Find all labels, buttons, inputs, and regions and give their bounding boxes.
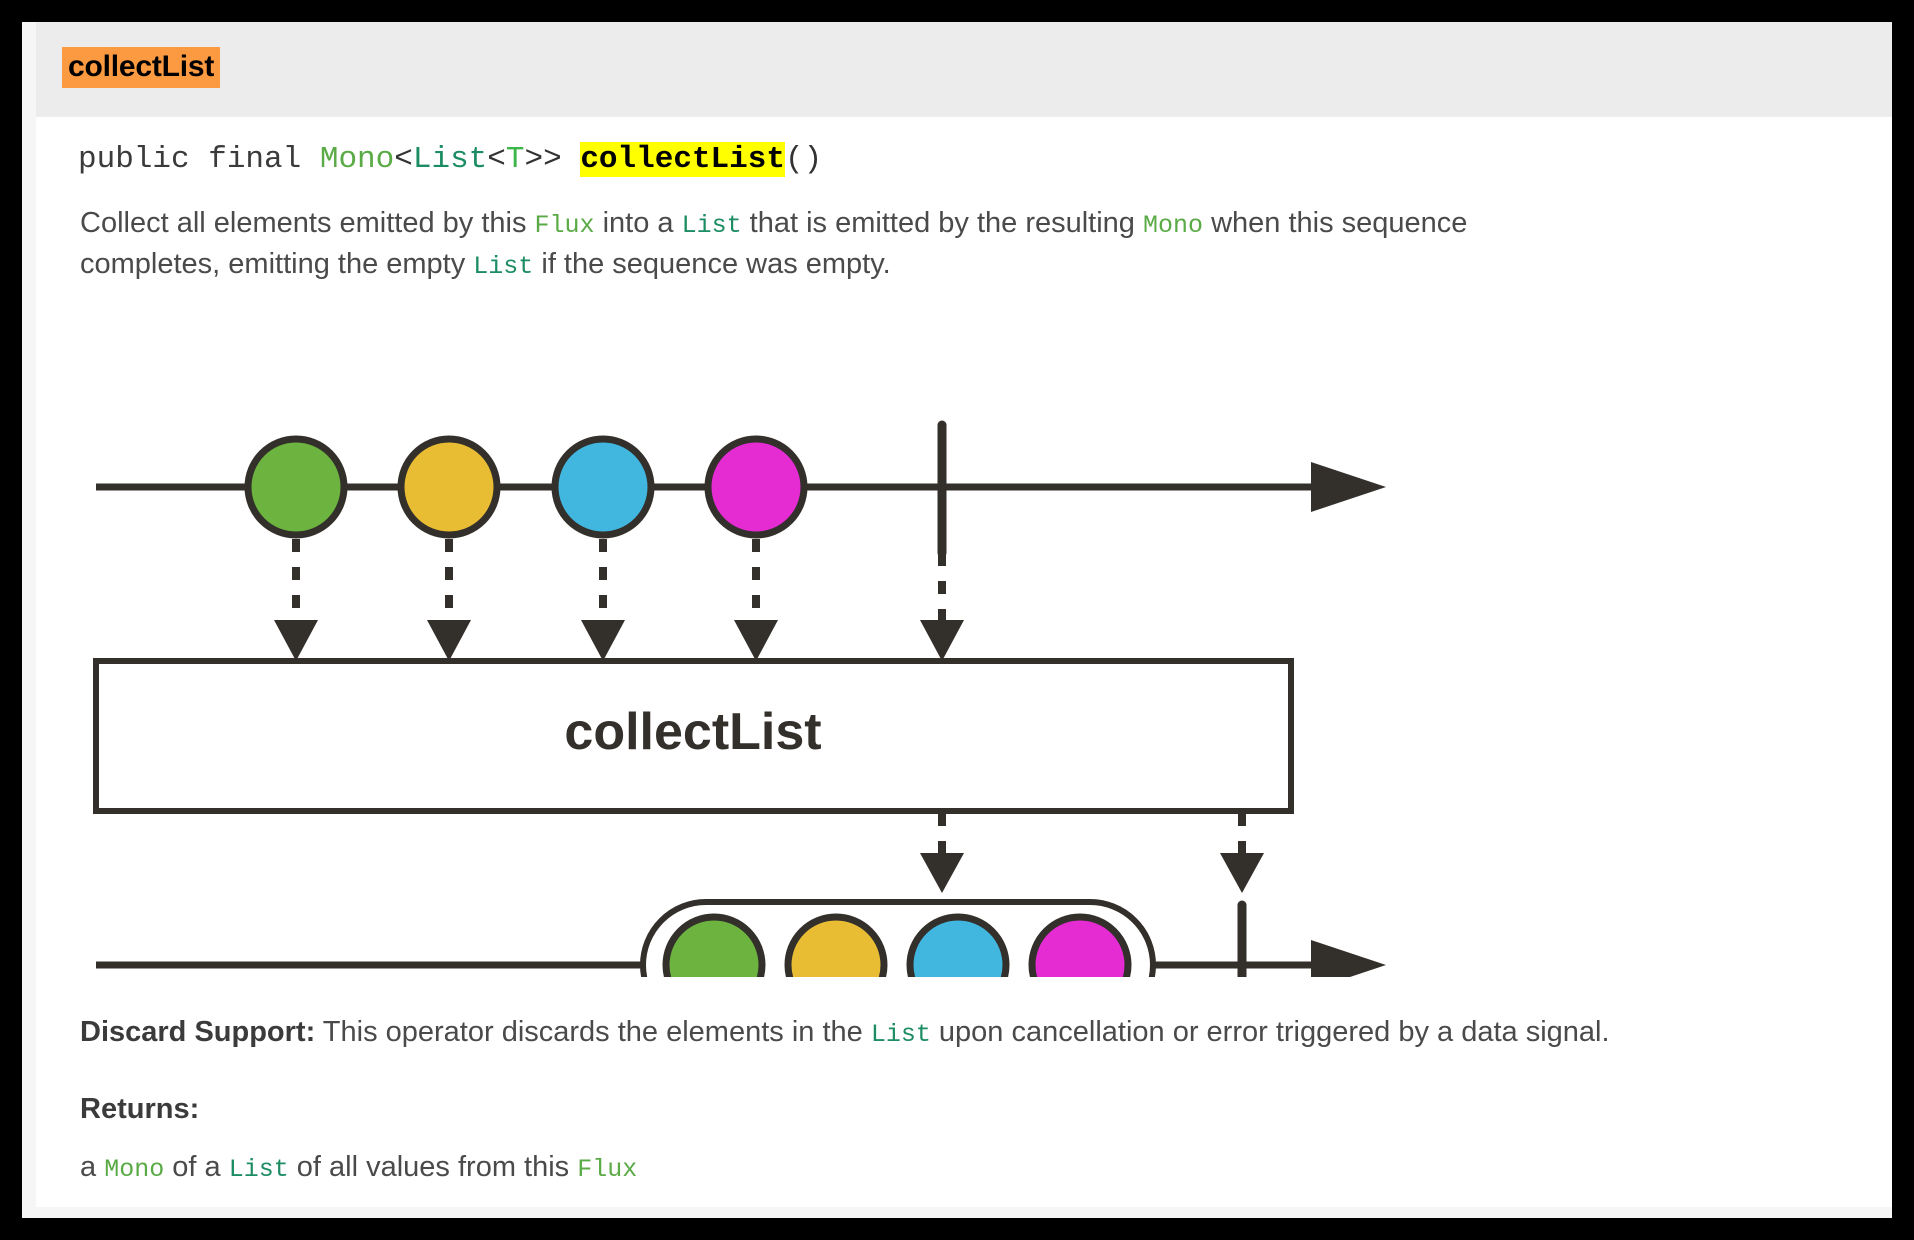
output-connectors [920,813,1264,893]
description-code-list-1: List [681,211,742,240]
marble-diagram-svg: collectList [93,420,1386,977]
description-code-flux: Flux [534,211,595,240]
discard-support-code-list: List [870,1020,931,1049]
page-frame: collectList public final Mono<List<T>> c… [22,22,1892,1218]
returns-text-1: a [80,1151,105,1183]
source-marble-blue [551,435,655,539]
output-arrow-completion [1220,853,1264,893]
discard-support-paragraph: Discard Support: This operator discards … [80,1012,1780,1053]
signature-modifiers: public final [78,142,320,177]
output-arrow-list [920,853,964,893]
description-code-list-2: List [473,251,534,281]
connector-arrow-completion [920,620,964,661]
output-connector-list [920,813,964,893]
output-marble-magenta [1028,913,1132,977]
source-marble-amber [397,435,501,539]
signature-generic-open-2: < [487,142,506,177]
discard-support-text-1: This operator discards the elements in t… [315,1016,871,1048]
description-text-4: when this sequence completes, emitting t… [80,207,1468,280]
operator-box: collectList [93,658,1294,814]
output-timeline [96,899,1386,977]
description-text-3: that is emitted by the resulting [741,207,1143,239]
connector-arrow-amber [427,620,471,661]
description-paragraph: Collect all elements emitted by this Flu… [80,203,1510,284]
returns-code-flux: Flux [577,1155,638,1184]
description-text-2: into a [594,207,682,239]
signature-return-type-list: List [412,142,488,177]
discard-support-text-2: upon cancellation or error triggered by … [930,1016,1610,1048]
source-marble-green [244,435,348,539]
signature-generic-open: < [394,142,413,177]
connector-arrow-blue [581,620,625,661]
returns-text-3: of all values from this [288,1151,578,1183]
input-connector-amber [427,539,471,661]
header-band: collectList [36,22,1892,117]
content-card: public final Mono<List<T>> collectList()… [36,117,1892,1207]
input-connector-completion [920,553,964,661]
returns-text-2: of a [164,1151,229,1183]
marble-diagram: collectList [66,257,1466,977]
source-timeline [96,420,1386,558]
source-marble-magenta [704,435,808,539]
output-marble-blue [906,913,1010,977]
operator-box-rect [93,658,1294,814]
output-timeline-arrowhead [1311,940,1386,977]
signature-method-name: collectList [580,142,785,177]
input-connectors [274,539,964,661]
operator-box-label: collectList [564,703,821,761]
signature-generic-close: >> [524,142,581,177]
collected-list-capsule [640,899,1156,977]
description-text-1: Collect all elements emitted by this [80,207,535,239]
source-timeline-arrowhead [1311,462,1386,512]
output-marble-green [662,913,766,977]
discard-support-heading: Discard Support: [80,1016,316,1048]
returns-code-list: List [228,1155,289,1184]
connector-arrow-green [274,620,318,661]
signature-parens: () [784,142,823,177]
input-connector-magenta [734,539,778,661]
method-signature: public final Mono<List<T>> collectList() [78,142,822,177]
output-marble-amber [784,913,888,977]
returns-heading: Returns: [80,1089,199,1129]
returns-heading-label: Returns: [80,1093,200,1125]
connector-arrow-magenta [734,620,778,661]
returns-paragraph: a Mono of a List of all values from this… [80,1147,637,1188]
output-connector-completion [1220,813,1264,893]
signature-type-param: T [505,142,525,177]
description-text-5: if the sequence was empty. [533,247,891,280]
input-connector-green [274,539,318,661]
signature-return-type-mono: Mono [319,142,395,177]
description-code-mono: Mono [1143,211,1204,240]
returns-code-mono: Mono [104,1155,165,1184]
input-connector-blue [581,539,625,661]
page-title: collectList [62,47,221,88]
